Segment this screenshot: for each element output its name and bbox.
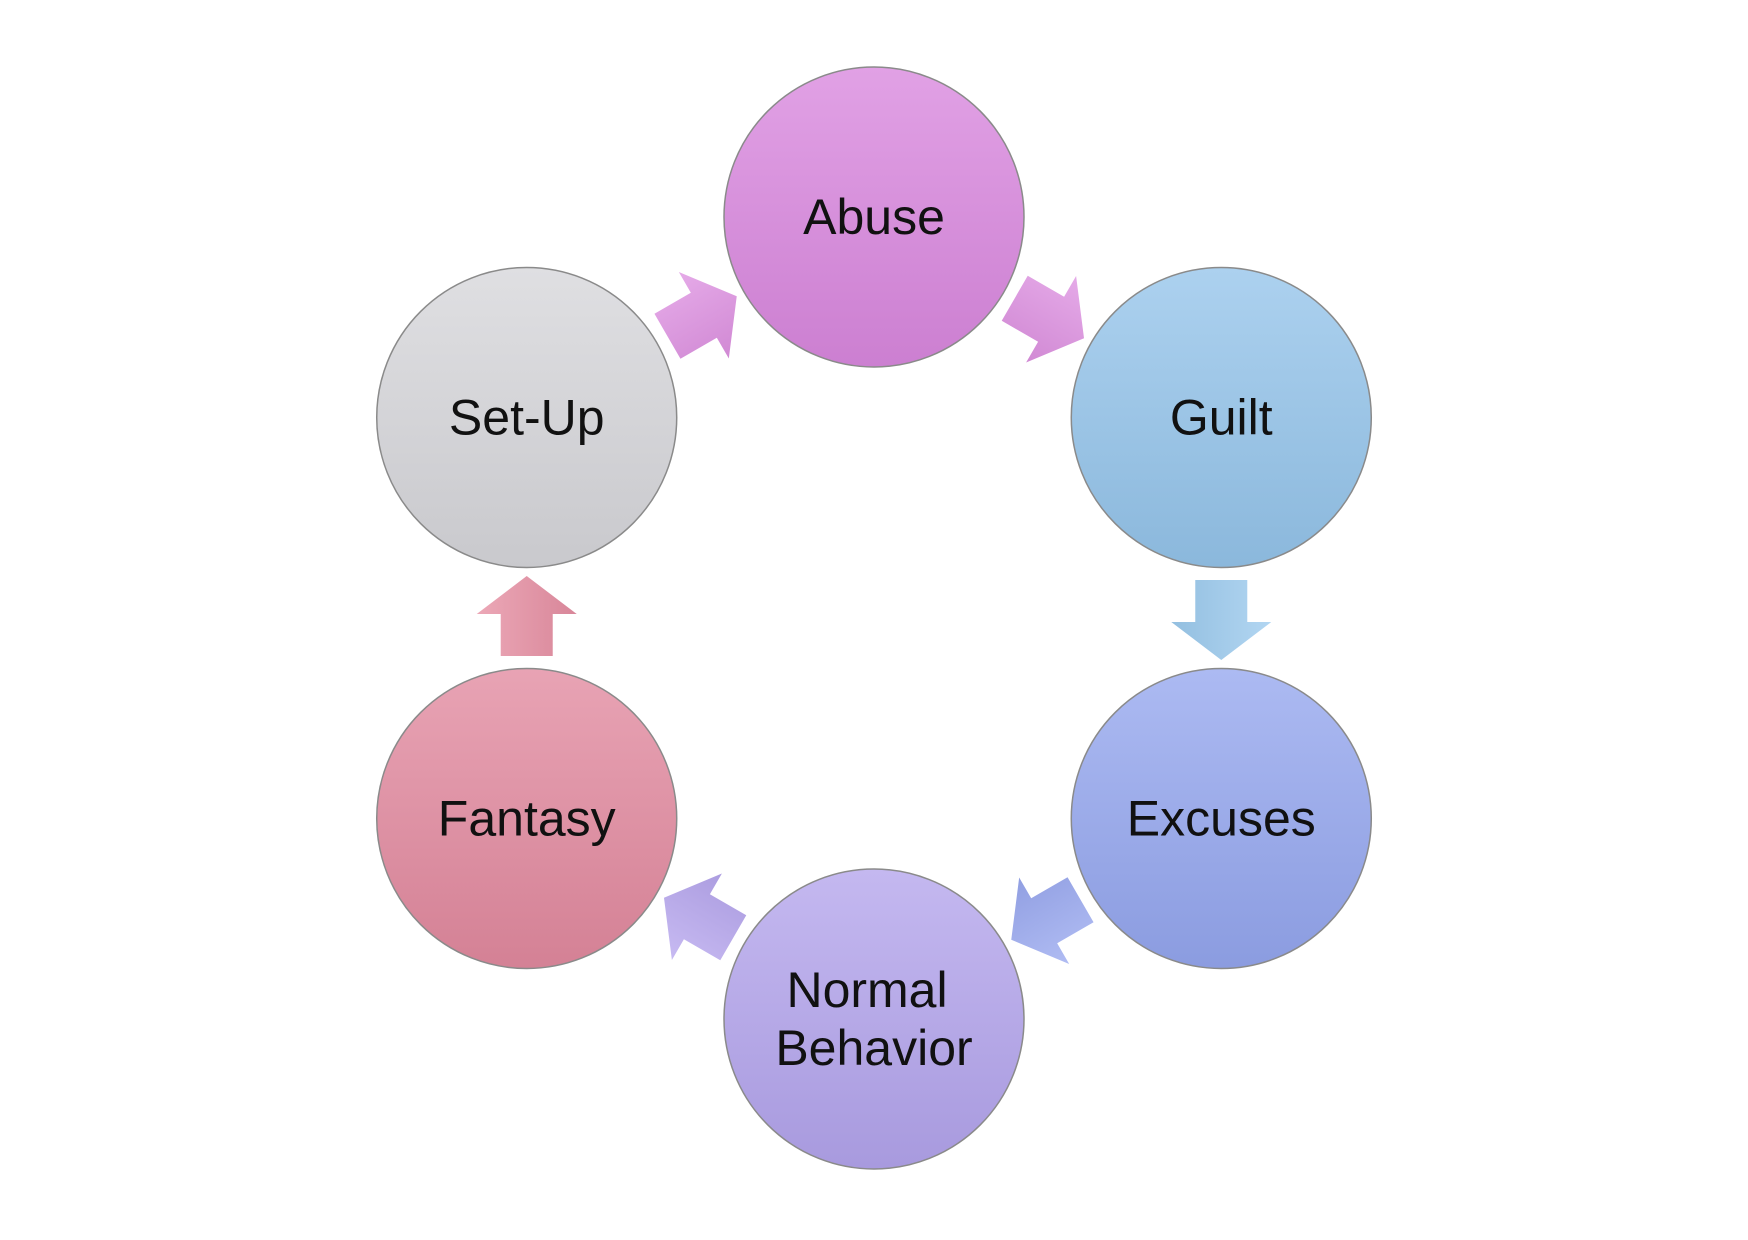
node-set-up-label-line-1: Set-Up: [449, 390, 605, 446]
node-excuses-circle: [1070, 667, 1373, 970]
node-fantasy-label-line-1: Fantasy: [438, 791, 616, 847]
node-normal-behavior-label-line-1: Normal: [786, 962, 947, 1018]
node-normal-behavior-label-line-2: Behavior: [775, 1020, 972, 1076]
node-set-up-circle: [375, 266, 678, 569]
node-fantasy-circle: [375, 667, 678, 970]
node-fantasy: Fantasy: [375, 667, 678, 970]
arrow-excuses-to-normal-behavior: [1011, 877, 1094, 965]
node-excuses-label: Excuses: [1127, 791, 1316, 847]
node-guilt-circle: [1070, 266, 1373, 569]
node-fantasy-label: Fantasy: [438, 791, 616, 847]
node-guilt: Guilt: [1070, 266, 1373, 569]
node-abuse-label-line-1: Abuse: [803, 189, 945, 245]
arrow-set-up-to-abuse: [654, 271, 737, 359]
node-abuse: Abuse: [723, 66, 1025, 368]
arrow-abuse-to-guilt: [1001, 275, 1085, 363]
node-set-up-label: Set-Up: [449, 390, 605, 446]
node-excuses: Excuses: [1070, 667, 1373, 970]
node-normal-behavior: Normal Behavior: [723, 868, 1025, 1170]
node-set-up: Set-Up: [375, 266, 678, 569]
arrow-fantasy-to-set-up: [476, 576, 577, 656]
arrow-normal-behavior-to-fantasy: [663, 873, 747, 961]
node-excuses-label-line-1: Excuses: [1127, 791, 1316, 847]
node-abuse-circle: [723, 66, 1025, 368]
nodes-group: Abuse Guilt Excuses Normal Behavior: [375, 66, 1373, 1170]
arrows-group: [476, 271, 1272, 965]
node-guilt-label: Guilt: [1170, 390, 1273, 446]
arrow-guilt-to-excuses: [1171, 580, 1272, 660]
node-guilt-label-line-1: Guilt: [1170, 390, 1273, 446]
node-abuse-label: Abuse: [803, 189, 945, 245]
node-normal-behavior-label: Normal Behavior: [775, 962, 972, 1076]
node-normal-behavior-circle: [723, 868, 1025, 1170]
